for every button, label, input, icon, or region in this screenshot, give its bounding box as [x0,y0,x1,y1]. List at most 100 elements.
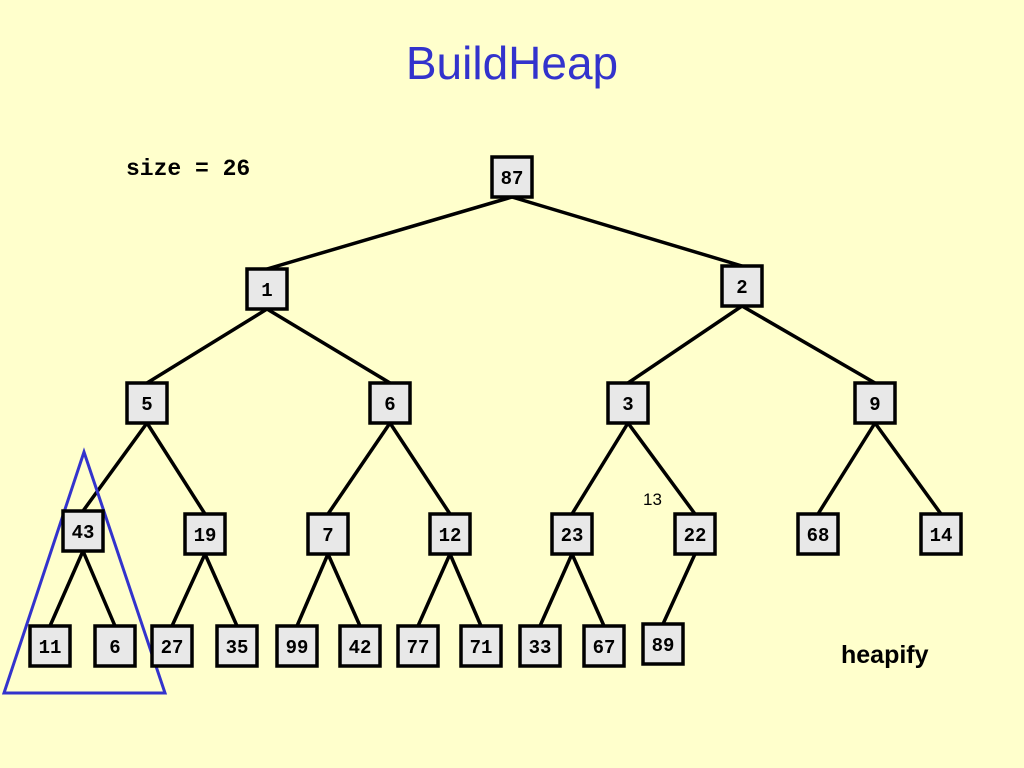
tree-edge [626,421,697,516]
tree-edge [326,553,362,627]
tree-edge [816,422,877,515]
heap-node-box [28,624,72,668]
heap-node: 2 [720,264,764,308]
heap-node-value: 42 [349,637,372,659]
tree-edge [326,422,392,515]
heap-node: 99 [275,624,319,668]
heap-node-box [673,512,717,556]
heap-node: 11 [28,624,72,668]
heap-node-value: 6 [384,394,395,416]
heap-node-box [720,264,764,308]
tree-edge [570,422,630,515]
heap-node-box [518,624,562,668]
heap-node-value: 23 [561,525,584,547]
heap-node-box [582,624,626,668]
slide-title: BuildHeap [405,37,619,89]
heap-node-box [61,509,105,553]
heap-node: 3 [606,381,650,425]
heap-node: 71 [459,624,503,668]
heap-node: 89 [641,622,685,666]
tree-edge [448,553,483,627]
heap-node: 27 [150,624,194,668]
tree-edge [388,422,452,515]
heap-node-box [150,624,194,668]
heap-node: 67 [582,624,626,668]
heap-node: 1 [245,267,289,311]
heap-node-box [490,155,534,199]
heap-node-value: 11 [39,637,62,659]
heap-node-value: 2 [736,277,747,299]
heap-node-value: 43 [72,522,95,544]
tree-edge [741,304,876,385]
heap-node: 6 [93,624,137,668]
heap-node-value: 89 [652,635,675,657]
heap-node-box [796,512,840,556]
tree-edge [511,195,743,268]
heap-node-box [428,512,472,556]
heap-node: 14 [919,512,963,556]
heap-node-box [183,512,227,556]
heap-node-value: 87 [501,168,524,190]
tree-edge [570,553,606,627]
heap-node-box [245,267,289,311]
heap-node: 5 [125,381,169,425]
heap-node: 9 [853,381,897,425]
heap-node-box [93,624,137,668]
heap-node-box [606,381,650,425]
tree-edge [661,553,697,625]
heap-node-value: 67 [593,637,616,659]
heap-node-value: 77 [407,637,430,659]
tree-edge [627,304,743,385]
heap-node-box [125,381,169,425]
heapify-highlight-triangle [1,447,168,695]
heap-node: 42 [338,624,382,668]
heap-node-value: 6 [109,637,120,659]
heap-node-value: 35 [226,637,249,659]
heap-node-box [550,512,594,556]
tree-edge [873,421,943,516]
heapify-label: heapify [841,641,929,669]
index-label: 13 [643,490,662,509]
heap-node-box [215,624,259,668]
heap-node-value: 1 [261,280,272,302]
heap-node: 23 [550,512,594,556]
tree-edge [203,553,239,627]
heap-node: 35 [215,624,259,668]
heap-node-value: 19 [194,525,217,547]
heap-node-value: 71 [470,637,493,659]
tree-edge [146,307,268,385]
heap-node: 87 [490,155,534,199]
tree-edge [538,553,574,627]
tree-edge [266,307,391,385]
heap-node: 7 [306,512,350,556]
heap-node-box [338,624,382,668]
heap-node: 22 [673,512,717,556]
heap-node-value: 3 [622,394,633,416]
heap-node-value: 5 [141,394,152,416]
heap-node-box [919,512,963,556]
tree-edge [416,553,452,627]
tree-edge [145,422,207,515]
tree-edge [81,550,117,627]
heap-node-box [396,624,440,668]
heap-node: 19 [183,512,227,556]
heap-node-value: 22 [684,525,707,547]
heap-node-box [368,381,412,425]
heap-node: 68 [796,512,840,556]
heap-node: 43 [61,509,105,553]
heap-node-box [275,624,319,668]
heap-node-box [306,512,350,556]
heap-node-value: 33 [529,637,552,659]
heap-node-box [459,624,503,668]
heap-node-value: 14 [930,525,953,547]
tree-edge [170,553,207,627]
heap-node-value: 68 [807,525,830,547]
tree-edge [81,421,149,513]
tree-edge [266,195,513,271]
heap-node: 12 [428,512,472,556]
heap-node-box [853,381,897,425]
tree-edge [295,553,330,627]
heap-node: 33 [518,624,562,668]
heap-node-box [641,622,685,666]
